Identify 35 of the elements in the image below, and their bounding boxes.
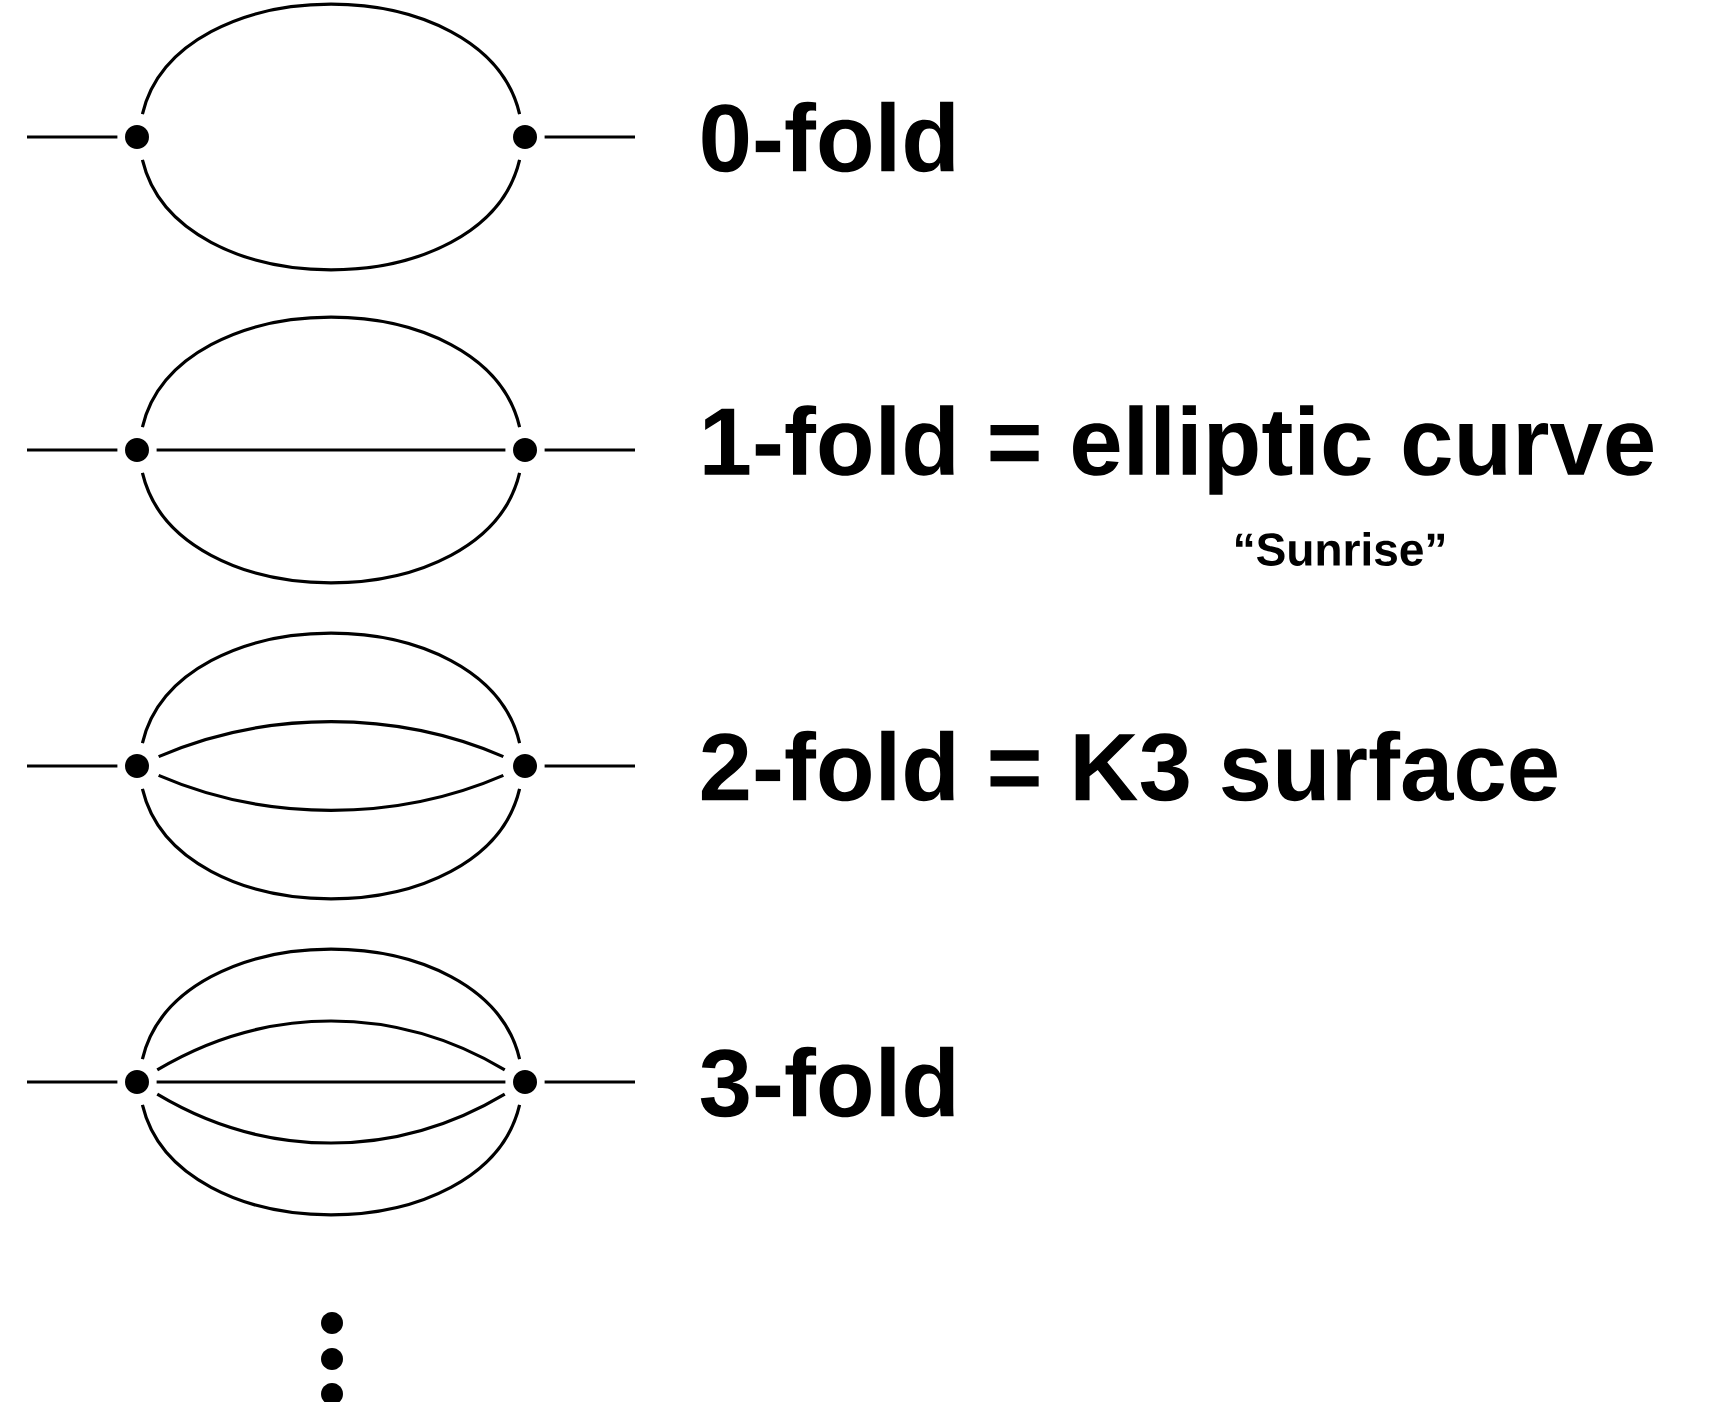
- subtitle-text: “Sunrise”: [1236, 532, 1444, 566]
- vertex-dot: [513, 438, 537, 462]
- propagator-line: [140, 788, 522, 901]
- propagator-line: [27, 1080, 118, 1084]
- propagator-line: [156, 448, 506, 452]
- propagator-line: [544, 1080, 635, 1084]
- vertex-dot: [125, 1070, 149, 1094]
- propagator-line: [156, 1019, 506, 1072]
- vertex-dot: [125, 125, 149, 149]
- propagator-line: [544, 448, 635, 452]
- propagator-line: [140, 315, 522, 428]
- propagator-line: [27, 135, 118, 139]
- propagator-line: [158, 720, 504, 759]
- vertex-dot: [513, 1070, 537, 1094]
- vertex-dot: [125, 754, 149, 778]
- vertex-dot: [513, 125, 537, 149]
- propagator-line: [158, 773, 504, 812]
- propagator-line: [544, 764, 635, 768]
- propagator-line: [140, 159, 522, 272]
- propagator-line: [140, 631, 522, 744]
- fold-label: 1-fold = elliptic curve: [704, 405, 1653, 495]
- fold-label: 2-fold = K3 surface: [701, 730, 1557, 802]
- propagator-line: [544, 135, 635, 139]
- propagator-line: [140, 947, 522, 1060]
- propagator-line: [27, 448, 118, 452]
- fold-label: 0-fold: [702, 101, 954, 173]
- fold-label: 3-fold: [700, 1046, 954, 1118]
- propagator-line: [140, 2, 522, 115]
- propagator-line: [156, 1080, 506, 1084]
- propagator-line: [140, 472, 522, 585]
- propagator-line: [156, 1092, 506, 1145]
- propagator-line: [27, 764, 118, 768]
- vertex-dot: [513, 754, 537, 778]
- propagator-line: [140, 1104, 522, 1217]
- vertex-dot: [125, 438, 149, 462]
